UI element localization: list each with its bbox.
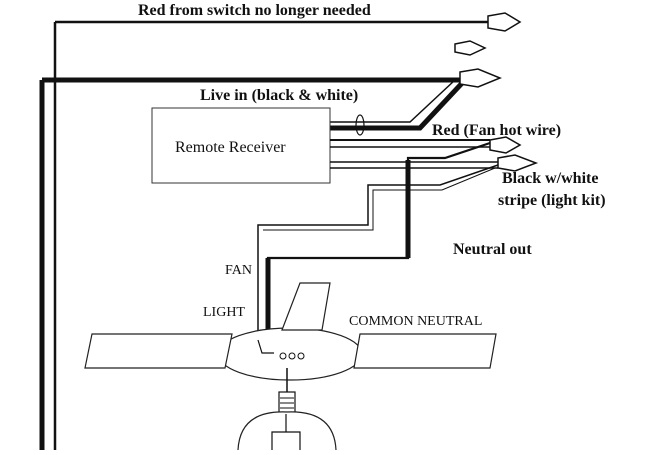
fan-blade-right	[353, 333, 497, 369]
label-red-switch: Red from switch no longer needed	[138, 2, 371, 19]
wire-tie	[355, 114, 365, 136]
label-red-fan-hot: Red (Fan hot wire)	[432, 122, 561, 139]
terminal-cap-2	[454, 40, 487, 56]
terminal-cap-4	[489, 136, 522, 154]
terminal-lead	[257, 339, 274, 354]
label-remote-receiver: Remote Receiver	[175, 139, 286, 156]
label-neutral-out: Neutral out	[453, 241, 532, 258]
fan-blade-left	[84, 333, 233, 369]
label-black-white-2: stripe (light kit)	[498, 192, 606, 209]
label-fan: FAN	[225, 263, 252, 278]
terminal-cap-5	[497, 154, 539, 172]
terminal-block	[279, 352, 305, 360]
label-light: LIGHT	[203, 305, 245, 320]
label-black-white-1: Black w/white	[502, 170, 598, 187]
terminal-cap-1	[487, 12, 522, 32]
remote-receiver-box	[151, 107, 331, 184]
label-common-neutral: COMMON NEUTRAL	[349, 314, 482, 329]
live-in-wire	[42, 77, 471, 131]
light-kit-wire-inner	[263, 167, 496, 231]
terminal-cap-3	[459, 68, 502, 88]
label-live-in: Live in (black & white)	[200, 87, 358, 104]
light-globe	[237, 411, 337, 451]
light-kit-wire	[257, 164, 499, 340]
fan-blade-top	[281, 282, 331, 331]
